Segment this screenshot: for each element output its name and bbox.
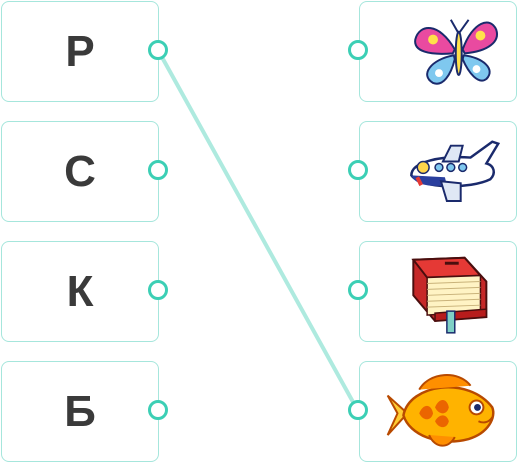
picture-dot-airplane[interactable] xyxy=(348,160,368,180)
letter-card-b[interactable]: Б xyxy=(1,361,159,462)
letter-dot-b[interactable] xyxy=(148,400,168,420)
letter-card-r[interactable]: Р xyxy=(1,1,159,102)
picture-card-book[interactable] xyxy=(359,241,517,342)
picture-card-airplane[interactable] xyxy=(359,121,517,222)
picture-dot-book[interactable] xyxy=(348,280,368,300)
picture-card-fish[interactable] xyxy=(359,361,517,462)
letter-label: С xyxy=(64,146,96,196)
letter-dot-s[interactable] xyxy=(148,160,168,180)
letter-dot-k[interactable] xyxy=(148,280,168,300)
letter-label: К xyxy=(66,266,94,316)
fish-icon xyxy=(386,374,495,447)
letter-card-k[interactable]: К xyxy=(1,241,159,342)
letter-dot-r[interactable] xyxy=(148,40,168,60)
picture-card-butterfly[interactable] xyxy=(359,1,517,102)
airplane-icon xyxy=(410,140,501,202)
letter-label: Б xyxy=(64,386,96,436)
picture-dot-butterfly[interactable] xyxy=(348,40,368,60)
book-icon xyxy=(411,256,488,334)
butterfly-icon xyxy=(414,19,498,85)
picture-dot-fish[interactable] xyxy=(348,400,368,420)
letter-label: Р xyxy=(65,26,95,76)
letter-card-s[interactable]: С xyxy=(1,121,159,222)
